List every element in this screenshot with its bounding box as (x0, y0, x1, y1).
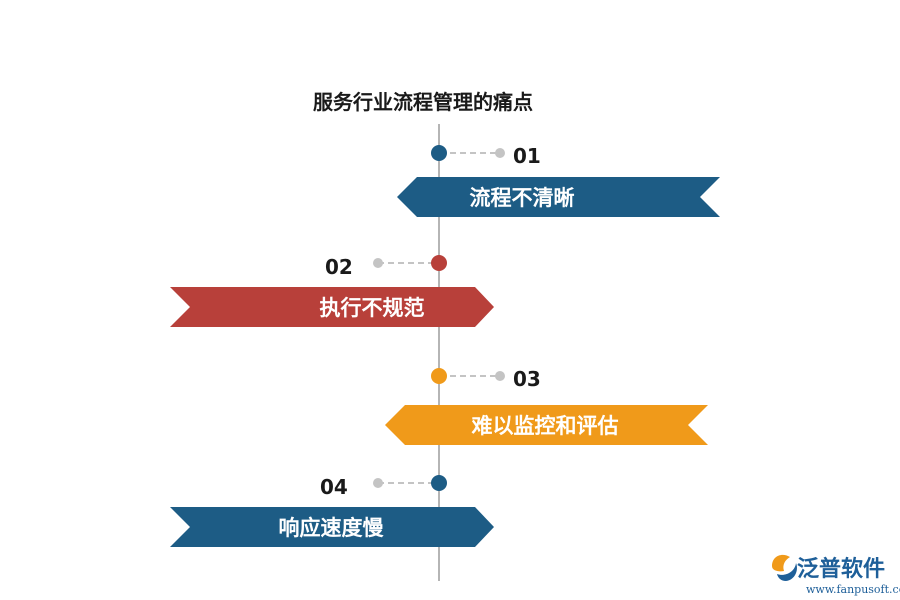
logo-url: www.fanpusoft.com (806, 583, 900, 596)
pain-point-item: 02 执行不规范 (170, 255, 494, 327)
brand-logo: 泛普软件 www.fanpusoft.com (772, 554, 900, 596)
banner-left-pointing (385, 405, 708, 445)
timeline-node (431, 255, 447, 271)
pain-point-item: 04 响应速度慢 (170, 475, 494, 547)
item-number: 02 (325, 255, 353, 279)
banner-label: 流程不清晰 (470, 186, 575, 210)
banner-right-pointing (170, 287, 494, 327)
connector-end-dot (495, 371, 505, 381)
diagram-title: 服务行业流程管理的痛点 (313, 90, 533, 114)
connector-end-dot (495, 148, 505, 158)
item-number: 03 (513, 367, 541, 391)
timeline-node (431, 368, 447, 384)
connector-end-dot (373, 478, 383, 488)
timeline-node (431, 145, 447, 161)
timeline-node (431, 475, 447, 491)
pain-point-item: 01 流程不清晰 (397, 144, 720, 217)
logo-name: 泛普软件 (797, 556, 885, 582)
fanpu-logo-icon (772, 554, 797, 581)
banner-left-pointing (397, 177, 720, 217)
pain-point-item: 03 难以监控和评估 (385, 367, 708, 445)
connector-end-dot (373, 258, 383, 268)
banner-right-pointing (170, 507, 494, 547)
banner-label: 执行不规范 (320, 296, 425, 320)
banner-label: 响应速度慢 (279, 516, 385, 540)
item-number: 04 (320, 475, 348, 499)
banner-label: 难以监控和评估 (471, 414, 619, 438)
item-number: 01 (513, 144, 541, 168)
